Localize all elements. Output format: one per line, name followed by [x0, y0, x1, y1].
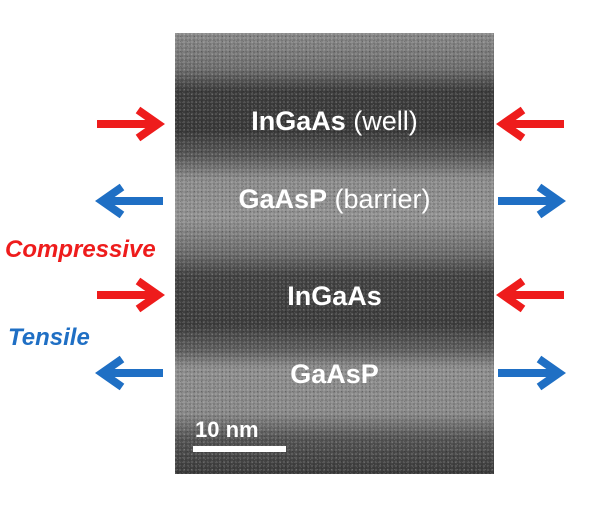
- arrow-left-icon: [496, 277, 564, 313]
- compressive-label: Compressive: [5, 236, 156, 263]
- layer-label-gaasp: GaAsP: [290, 359, 379, 389]
- tem-texture: [175, 33, 494, 474]
- arrow-right-icon: [97, 277, 165, 313]
- arrow-left-icon: [95, 183, 163, 219]
- arrow-right-icon: [97, 106, 165, 142]
- tensile-label: Tensile: [8, 324, 90, 351]
- layer-label-ingaas: InGaAs: [287, 281, 382, 311]
- arrow-left-icon: [496, 106, 564, 142]
- layer-label-barrier: GaAsP (barrier): [238, 184, 431, 214]
- scale-bar-label: 10 nm: [195, 417, 259, 442]
- arrow-right-icon: [498, 355, 566, 391]
- tem-micrograph: InGaAs (well) GaAsP (barrier) InGaAs GaA…: [175, 33, 494, 474]
- layer-label-well: InGaAs (well): [251, 106, 418, 136]
- arrow-left-icon: [95, 355, 163, 391]
- scale-bar: [193, 446, 286, 452]
- arrow-right-icon: [498, 183, 566, 219]
